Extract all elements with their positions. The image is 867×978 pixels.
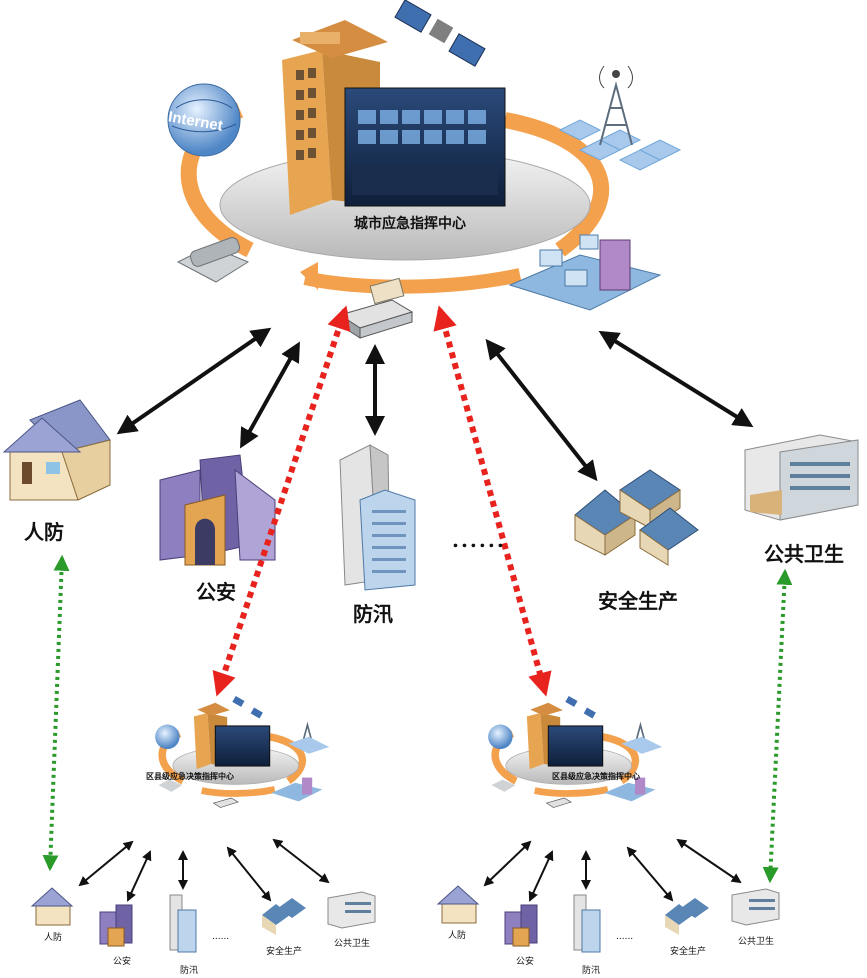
district-left-house-icon xyxy=(30,887,74,926)
link-public-health-right xyxy=(762,568,793,884)
district-left-health-icon xyxy=(327,891,376,929)
district-left-label-police: 公安 xyxy=(113,957,132,967)
link-hub-district-right xyxy=(433,305,552,697)
label-civil-defense: 人防 xyxy=(24,520,64,544)
district-left-departments xyxy=(30,887,376,953)
internet-globe-icon xyxy=(167,83,241,157)
label-public-health: 公共卫生 xyxy=(764,542,844,566)
link-hub-civil-defense xyxy=(116,327,272,435)
district-left-label-flood: 防汛 xyxy=(180,966,199,976)
district-right-label-flood: 防汛 xyxy=(582,966,601,976)
district-right-label-ellipsis: ...... xyxy=(616,932,634,942)
satellite-icon xyxy=(394,0,486,67)
label-work-safety: 安全生产 xyxy=(598,589,678,613)
district-right-label-safety: 安全生产 xyxy=(670,947,707,957)
link-hub-public-health xyxy=(598,330,754,428)
police-buildings-icon xyxy=(159,454,276,566)
flood-control-tower-icon xyxy=(339,444,416,591)
city-command-center xyxy=(167,0,682,339)
district-left-links xyxy=(78,838,330,902)
computer-network-icon xyxy=(508,234,662,311)
district-left-title: 区县级应急决策指挥中心 xyxy=(146,771,234,781)
district-left-flood-icon xyxy=(169,894,197,953)
district-left-hub xyxy=(155,695,330,808)
label-police: 公安 xyxy=(196,580,236,604)
control-room-screen-icon xyxy=(344,87,506,207)
link-hub-work-safety xyxy=(485,338,598,482)
label-flood-control: 防汛 xyxy=(353,602,393,626)
public-health-building-icon xyxy=(744,434,859,521)
district-right-health-icon xyxy=(731,888,780,926)
district-right-links xyxy=(483,838,742,902)
center-title: 城市应急指挥中心 xyxy=(354,216,466,232)
district-right-title: 区县级应急决策指挥中心 xyxy=(552,771,640,781)
district-left-label-civil-defense: 人防 xyxy=(44,933,63,943)
civil-defense-house-icon xyxy=(2,399,111,501)
hub-ring-bottom xyxy=(303,268,522,294)
district-left-label-safety: 安全生产 xyxy=(266,947,303,957)
link-civil-defense-left xyxy=(42,554,70,872)
link-hub-district-left xyxy=(212,305,351,697)
district-right-safety-icon xyxy=(665,898,709,935)
district-right-label-police: 公安 xyxy=(516,957,535,967)
link-hub-police xyxy=(240,341,300,449)
district-right-flood-icon xyxy=(573,894,601,953)
district-right-hub xyxy=(488,695,663,808)
district-left-safety-icon xyxy=(262,898,306,935)
district-left-label-health: 公共卫生 xyxy=(334,939,371,949)
district-right-police-icon xyxy=(504,904,538,947)
district-right-departments xyxy=(436,885,780,953)
work-safety-houses-icon xyxy=(574,469,699,566)
district-left-label-ellipsis: ...... xyxy=(212,932,230,942)
label-ellipsis: ...... xyxy=(452,528,506,552)
radio-tower-icon xyxy=(558,65,682,171)
district-right-label-health: 公共卫生 xyxy=(738,937,775,947)
district-left-police-icon xyxy=(99,904,133,947)
hub-ring-right xyxy=(503,112,610,257)
district-right-house-icon xyxy=(436,885,480,924)
hq-building-icon xyxy=(282,20,388,215)
main-connections xyxy=(42,305,793,884)
district-right-label-civil-defense: 人防 xyxy=(448,931,467,941)
telephone-icon xyxy=(176,237,250,283)
